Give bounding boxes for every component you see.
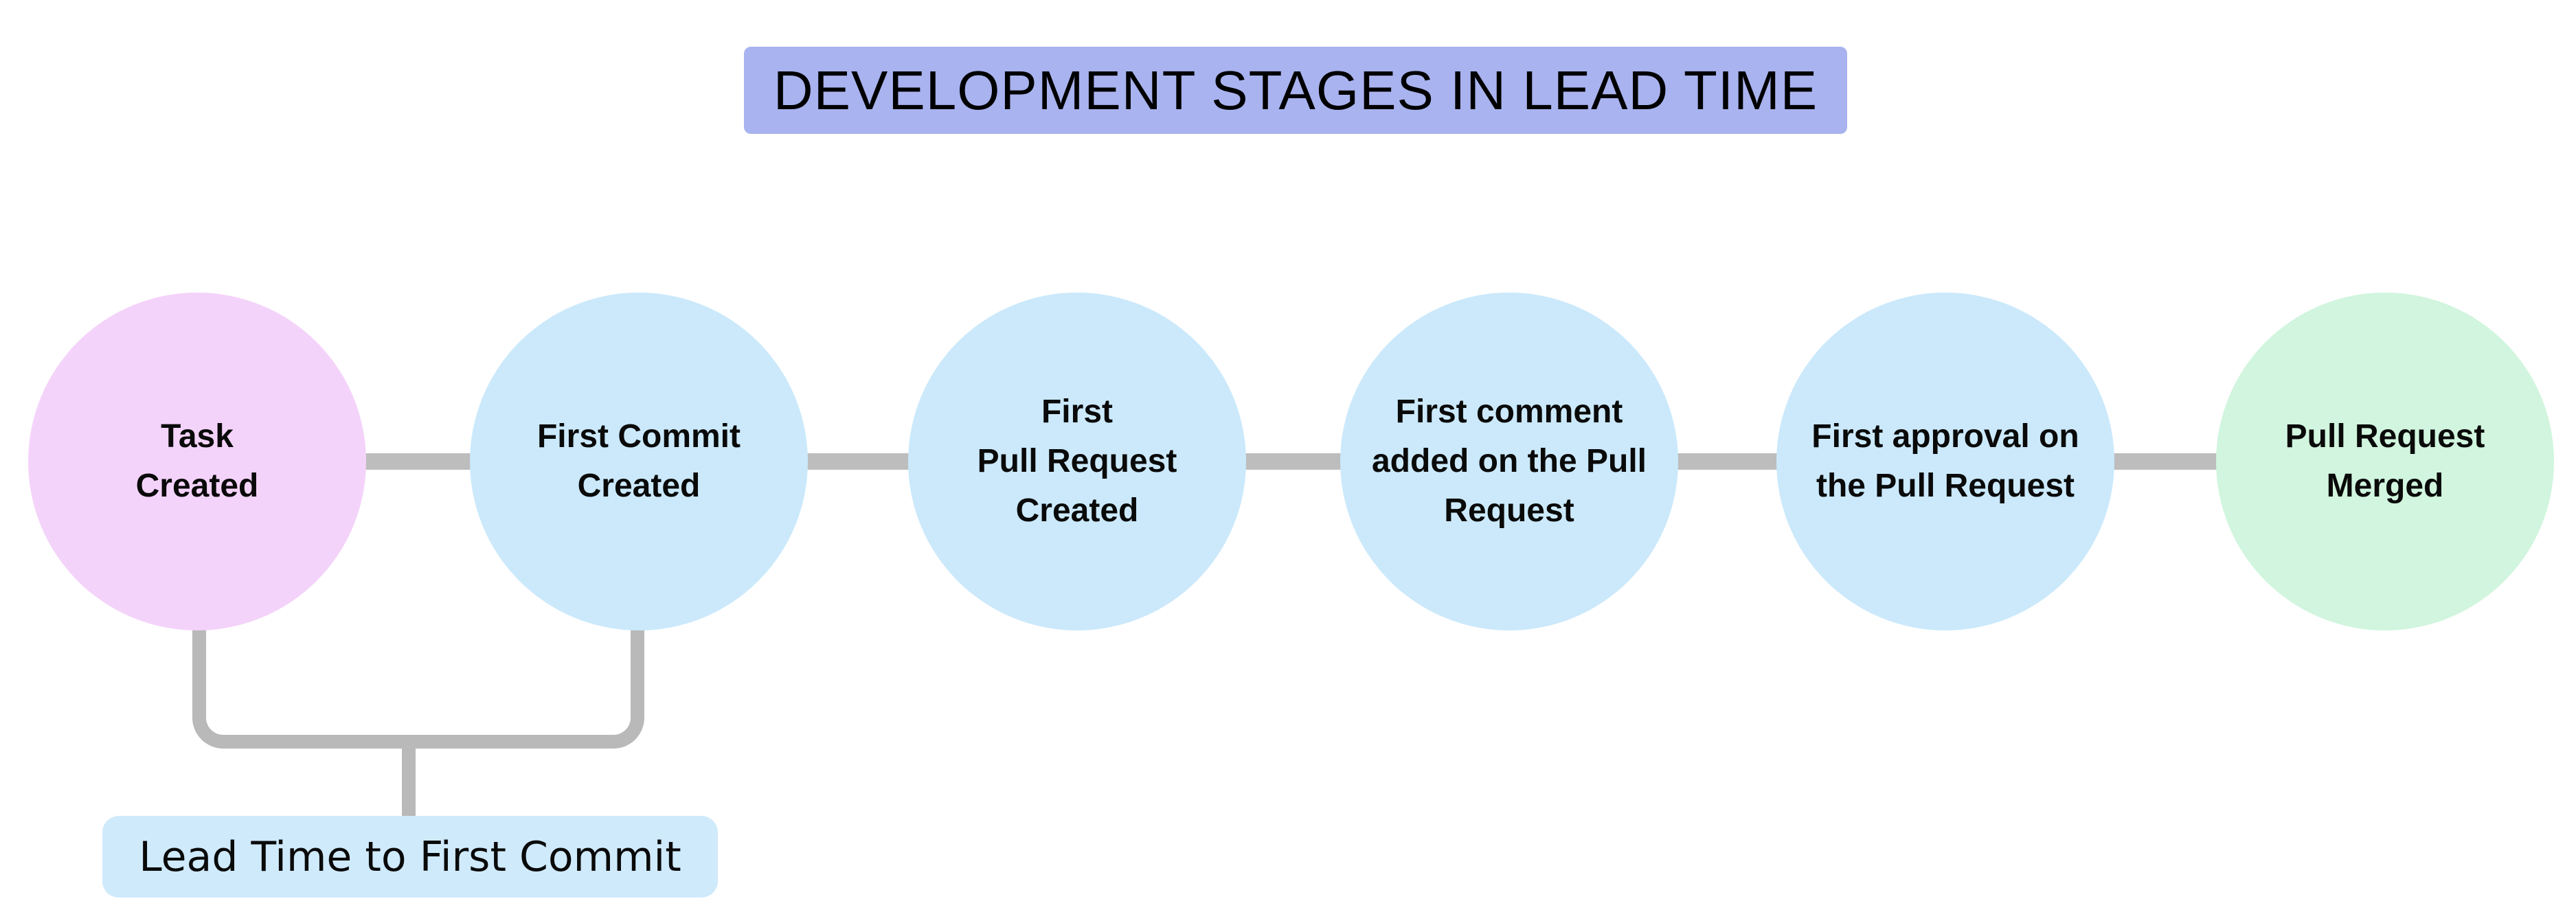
stage-circle-first-commit-created: First Commit Created (470, 293, 808, 630)
stage-label: First comment added on the Pull Request (1371, 394, 1647, 529)
title-banner: DEVELOPMENT STAGES IN LEAD TIME (744, 47, 1847, 134)
stage-circle-task-created: Task Created (28, 293, 366, 630)
stage-circle-first-pull-request-created: First Pull Request Created (908, 293, 1246, 630)
bracket-stem (402, 745, 416, 819)
stage-circle-pull-request-merged: Pull Request Merged (2216, 293, 2554, 630)
stage-circle-first-comment-added: First comment added on the Pull Request (1340, 293, 1678, 630)
stage-label: First Commit Created (536, 418, 741, 504)
stage-circle-first-approval: First approval on the Pull Request (1776, 293, 2114, 630)
bracket-connector (192, 628, 644, 749)
stage-label: Task Created (135, 418, 259, 504)
stage-label: Pull Request Merged (2285, 418, 2485, 504)
stage-label: First Pull Request Created (977, 394, 1177, 529)
annotation-label: Lead Time to First Commit (102, 816, 718, 898)
stage-label: First approval on the Pull Request (1811, 418, 2079, 504)
